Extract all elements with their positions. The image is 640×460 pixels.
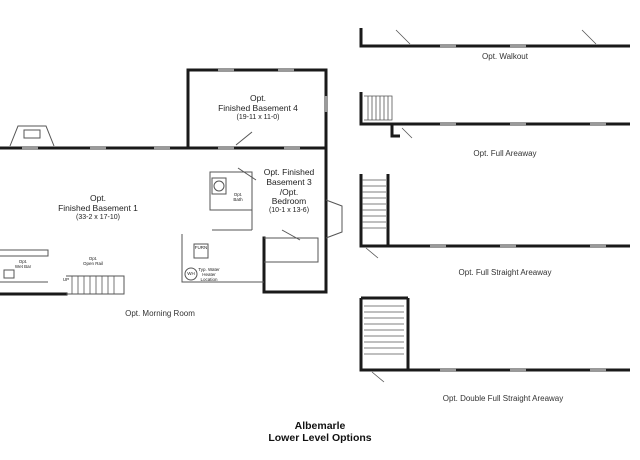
window-markers xyxy=(22,68,328,150)
water-heater-tag: WH xyxy=(187,271,195,276)
full-areaway-windows xyxy=(440,122,606,126)
wet-bar-label: Opt. Wet Bar xyxy=(14,259,32,269)
walkout-option-label: Opt. Walkout xyxy=(482,52,528,61)
walkout-windows xyxy=(440,44,526,48)
double-areaway-stairs xyxy=(364,305,404,383)
double-full-straight-areaway-option-label: Opt. Double Full Straight Areaway xyxy=(442,394,564,403)
walkout-doors xyxy=(395,29,597,45)
straight-areaway-windows xyxy=(430,244,606,248)
furnace-label: FURN xyxy=(194,245,208,250)
plan-title: Albemarle Lower Level Options xyxy=(268,420,372,445)
interior-lines xyxy=(66,131,343,295)
window-well-icon xyxy=(9,125,55,147)
straight-areaway-walls xyxy=(359,174,630,248)
up-label: UP xyxy=(62,277,70,282)
double-areaway-windows xyxy=(440,368,606,372)
full-areaway-stairs xyxy=(364,95,413,139)
bath-label: Opt. Bath xyxy=(233,192,243,202)
full-areaway-option-label: Opt. Full Areaway xyxy=(473,149,537,158)
main-plan-walls xyxy=(0,68,328,296)
wet-bar-counter xyxy=(0,249,49,283)
straight-areaway-stairs xyxy=(362,179,386,259)
double-areaway-walls xyxy=(359,296,630,372)
full-straight-areaway-option-label: Opt. Full Straight Areaway xyxy=(458,268,552,277)
open-rail-label: Opt. Open Rail xyxy=(82,256,103,266)
water-heater-label: Typ. Water Heater Location xyxy=(198,267,220,282)
stair-treads xyxy=(71,276,115,294)
morning-room-label: Opt. Morning Room xyxy=(125,309,195,318)
full-areaway-walls xyxy=(359,92,630,138)
walkout-option-walls xyxy=(359,28,630,48)
basement-3-label: Opt. Finished Basement 3 /Opt. Bedroom (… xyxy=(263,167,315,215)
basement-4-label: Opt. Finished Basement 4 (19-11 x 11-0) xyxy=(218,93,298,121)
basement-1-label: Opt. Finished Basement 1 (33-2 x 17-10) xyxy=(58,193,138,221)
